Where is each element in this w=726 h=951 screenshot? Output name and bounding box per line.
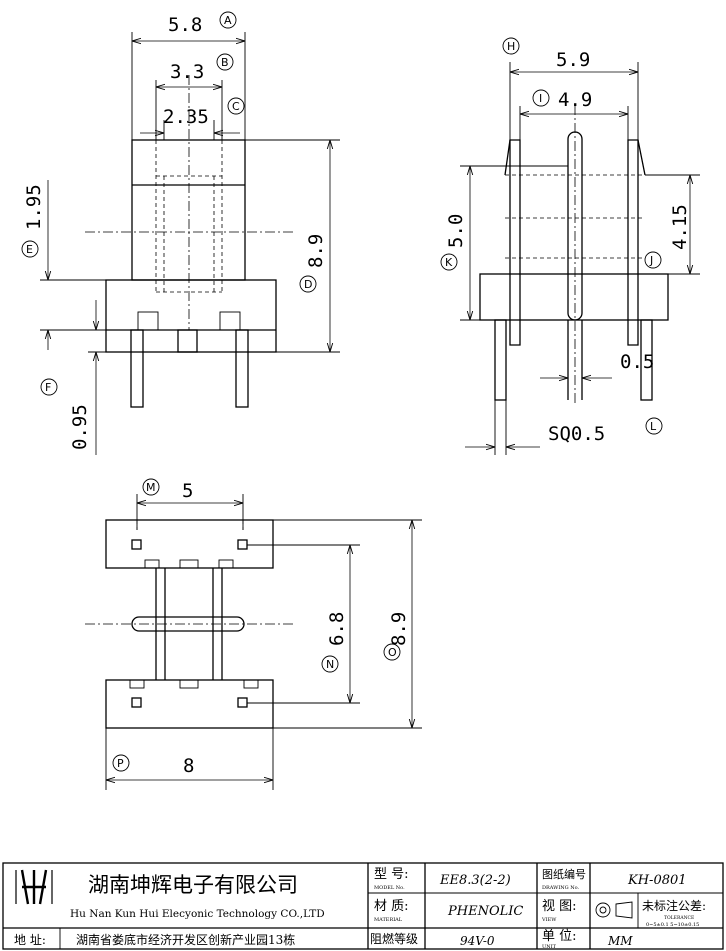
company-logo bbox=[15, 869, 53, 905]
drawing-no-sub: DRAWING No. bbox=[542, 885, 580, 891]
label-i: I bbox=[532, 89, 550, 107]
svg-text:M: M bbox=[146, 481, 156, 494]
front-dimensions bbox=[40, 32, 340, 455]
model-label: 型 号: bbox=[374, 867, 409, 882]
dim-a-value: 5.8 bbox=[168, 14, 202, 36]
svg-text:E: E bbox=[26, 243, 33, 256]
svg-text:B: B bbox=[221, 56, 229, 69]
model-value: EE8.3(2-2) bbox=[439, 873, 511, 888]
svg-text:O: O bbox=[388, 646, 397, 659]
label-f: F bbox=[40, 378, 58, 396]
model-sub: MODEL No. bbox=[374, 885, 405, 891]
dim-d-value: 8.9 bbox=[305, 234, 327, 268]
dim-j-value: 4.15 bbox=[669, 204, 691, 250]
dim-m-value: 5 bbox=[182, 480, 193, 502]
dim-l-value: SQ0.5 bbox=[548, 423, 605, 445]
dim-n-value: 6.8 bbox=[326, 612, 348, 646]
top-view bbox=[85, 519, 295, 729]
svg-text:L: L bbox=[650, 420, 657, 433]
label-b: B bbox=[216, 53, 234, 71]
flame-value: 94V-0 bbox=[460, 934, 495, 948]
svg-text:P: P bbox=[117, 757, 124, 770]
dim-k-value: 5.0 bbox=[445, 214, 467, 248]
svg-text:N: N bbox=[326, 658, 334, 671]
flame-label: 阻燃等级 bbox=[370, 931, 418, 946]
material-sub: MATERIAL bbox=[374, 917, 403, 923]
circle-labels: A B C D E F H I J K L M N O P bbox=[21, 11, 663, 772]
dim-c-value: 2.35 bbox=[163, 106, 209, 128]
dim-e-value: 1.95 bbox=[23, 184, 45, 230]
dim-o-value: 8.9 bbox=[388, 612, 410, 646]
label-e: E bbox=[21, 240, 39, 258]
svg-text:K: K bbox=[445, 256, 453, 269]
svg-text:C: C bbox=[232, 100, 240, 113]
front-view bbox=[85, 75, 295, 408]
dim-i-value: 4.9 bbox=[558, 89, 592, 111]
unit-sub: UNIT bbox=[542, 944, 557, 950]
company-name-cn: 湖南坤辉电子有限公司 bbox=[88, 873, 298, 897]
dim-p-value: 8 bbox=[183, 755, 194, 777]
view-label: 视 图: bbox=[542, 899, 577, 914]
tolerance-sub: TOLERANCE bbox=[664, 915, 694, 921]
dim-l2-value: 0.5 bbox=[620, 351, 654, 373]
label-m: M bbox=[142, 478, 160, 496]
material-label: 材 质: bbox=[374, 899, 409, 914]
svg-text:I: I bbox=[539, 92, 542, 105]
label-c: C bbox=[227, 97, 245, 115]
label-j: J bbox=[644, 251, 662, 269]
address-label: 地 址: bbox=[14, 933, 46, 947]
label-d: D bbox=[299, 275, 317, 293]
dim-h-value: 5.9 bbox=[556, 49, 590, 71]
material-value: PHENOLIC bbox=[447, 904, 523, 919]
dim-b-value: 3.3 bbox=[170, 61, 204, 83]
label-o: O bbox=[383, 643, 401, 661]
top-dimensions bbox=[105, 494, 422, 790]
svg-text:J: J bbox=[649, 254, 653, 267]
dim-f-value: 0.95 bbox=[69, 404, 91, 450]
title-block: 湖南坤辉电子有限公司 Hu Nan Kun Hui Elecyonic Tech… bbox=[2, 862, 724, 950]
unit-value: MM bbox=[607, 934, 633, 948]
drawing-no-value: KH-0801 bbox=[627, 873, 687, 888]
company-name-en: Hu Nan Kun Hui Elecyonic Technology CO.,… bbox=[70, 908, 325, 920]
dimension-texts: 5.8 3.3 2.35 8.9 1.95 0.95 5.9 4.9 4.15 … bbox=[23, 14, 691, 777]
side-dimensions bbox=[460, 62, 700, 455]
projection-symbol-icon bbox=[595, 901, 633, 919]
side-view bbox=[479, 105, 669, 405]
tolerance-value: 0~5±0.1 5~10±0.15 bbox=[646, 922, 699, 928]
unit-label: 单 位: bbox=[542, 929, 577, 944]
label-l: L bbox=[645, 417, 663, 435]
svg-text:H: H bbox=[507, 40, 515, 53]
svg-text:F: F bbox=[45, 381, 51, 394]
drawing-no-label: 图纸编号 bbox=[542, 867, 586, 881]
address-text: 湖南省娄底市经济开发区创新产业园13栋 bbox=[76, 932, 295, 947]
label-h: H bbox=[502, 37, 520, 55]
label-a: A bbox=[219, 11, 237, 29]
svg-text:D: D bbox=[304, 278, 312, 291]
label-k: K bbox=[440, 253, 458, 271]
label-n: N bbox=[321, 655, 339, 673]
view-sub: VIEW bbox=[541, 917, 557, 923]
label-p: P bbox=[112, 754, 130, 772]
svg-text:A: A bbox=[224, 14, 232, 27]
tolerance-label: 未标注公差: bbox=[642, 898, 706, 913]
